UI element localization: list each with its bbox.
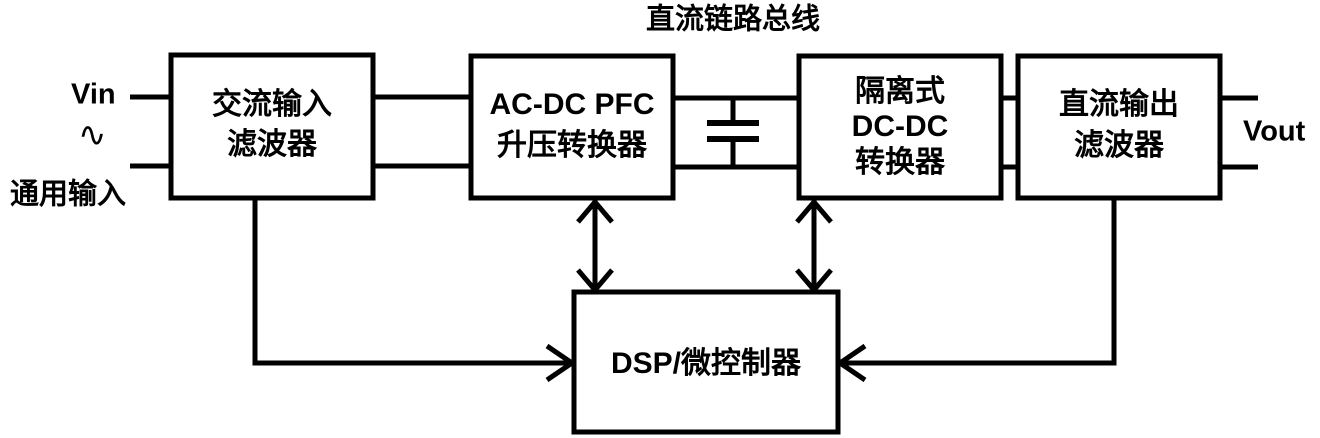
output-sense-path [844, 198, 1117, 366]
output-sense-arrowhead [835, 343, 867, 383]
control-arrow-dcdc-dsp [795, 198, 833, 294]
vin-label: Vin [71, 79, 116, 111]
vout-output-leads [1220, 95, 1258, 170]
dsp-mcu-label: DSP/微控制器 [611, 347, 802, 380]
input-sense-path [252, 198, 568, 366]
universal-input-label: 通用输入 [10, 177, 126, 211]
ac-input-filter-box[interactable] [168, 52, 376, 201]
block-ac-input-filter[interactable]: 交流输入 滤波器 [168, 52, 376, 201]
block-dsp-mcu[interactable]: DSP/微控制器 [571, 289, 841, 435]
acdc-pfc-boost-box[interactable] [468, 53, 676, 201]
input-sense-arrowhead [545, 343, 577, 383]
isolated-dcdc-label-line3: 转换器 [855, 146, 946, 179]
dcdc-dsp-arrowhead-up [795, 198, 833, 224]
ac-waveform-icon: ∿ [78, 116, 107, 154]
block-isolated-dcdc[interactable]: 隔离式 DC-DC 转换器 [796, 53, 1004, 201]
isolated-dcdc-label-line2: DC-DC [852, 110, 949, 143]
pfc-dsp-arrowhead-down [576, 268, 614, 294]
block-dc-output-filter[interactable]: 直流输出 滤波器 [1015, 53, 1223, 201]
control-arrow-pfc-dsp [576, 198, 614, 294]
block-acdc-pfc-boost[interactable]: AC-DC PFC 升压转换器 [468, 53, 676, 201]
dc-output-filter-box[interactable] [1015, 53, 1223, 201]
ac-input-filter-label-line2: 滤波器 [227, 128, 318, 161]
feedback-output-sense [835, 198, 1117, 383]
ac-input-filter-label-line1: 交流输入 [212, 87, 332, 121]
dc-output-filter-label-line2: 滤波器 [1074, 129, 1165, 162]
vout-label: Vout [1243, 116, 1306, 148]
acdc-pfc-label-line2: 升压转换器 [497, 129, 648, 162]
dcdc-dsp-arrowhead-down [795, 268, 833, 294]
wire-dcdc-to-output-filter [1001, 95, 1018, 170]
dc-link-bus [673, 95, 799, 170]
dc-link-bus-title: 直流链路总线 [646, 2, 820, 36]
feedback-input-sense [252, 198, 577, 383]
dc-link-capacitor-icon [707, 98, 759, 167]
dc-output-filter-label-line1: 直流输出 [1059, 88, 1179, 121]
isolated-dcdc-label-line1: 隔离式 [855, 75, 945, 108]
vin-input-leads [130, 94, 171, 169]
wire-filter-to-pfc [373, 94, 471, 169]
pfc-dsp-arrowhead-up [576, 198, 614, 224]
acdc-pfc-label-line1: AC-DC PFC [490, 88, 655, 121]
isolated-dcdc-box[interactable] [796, 53, 1004, 201]
